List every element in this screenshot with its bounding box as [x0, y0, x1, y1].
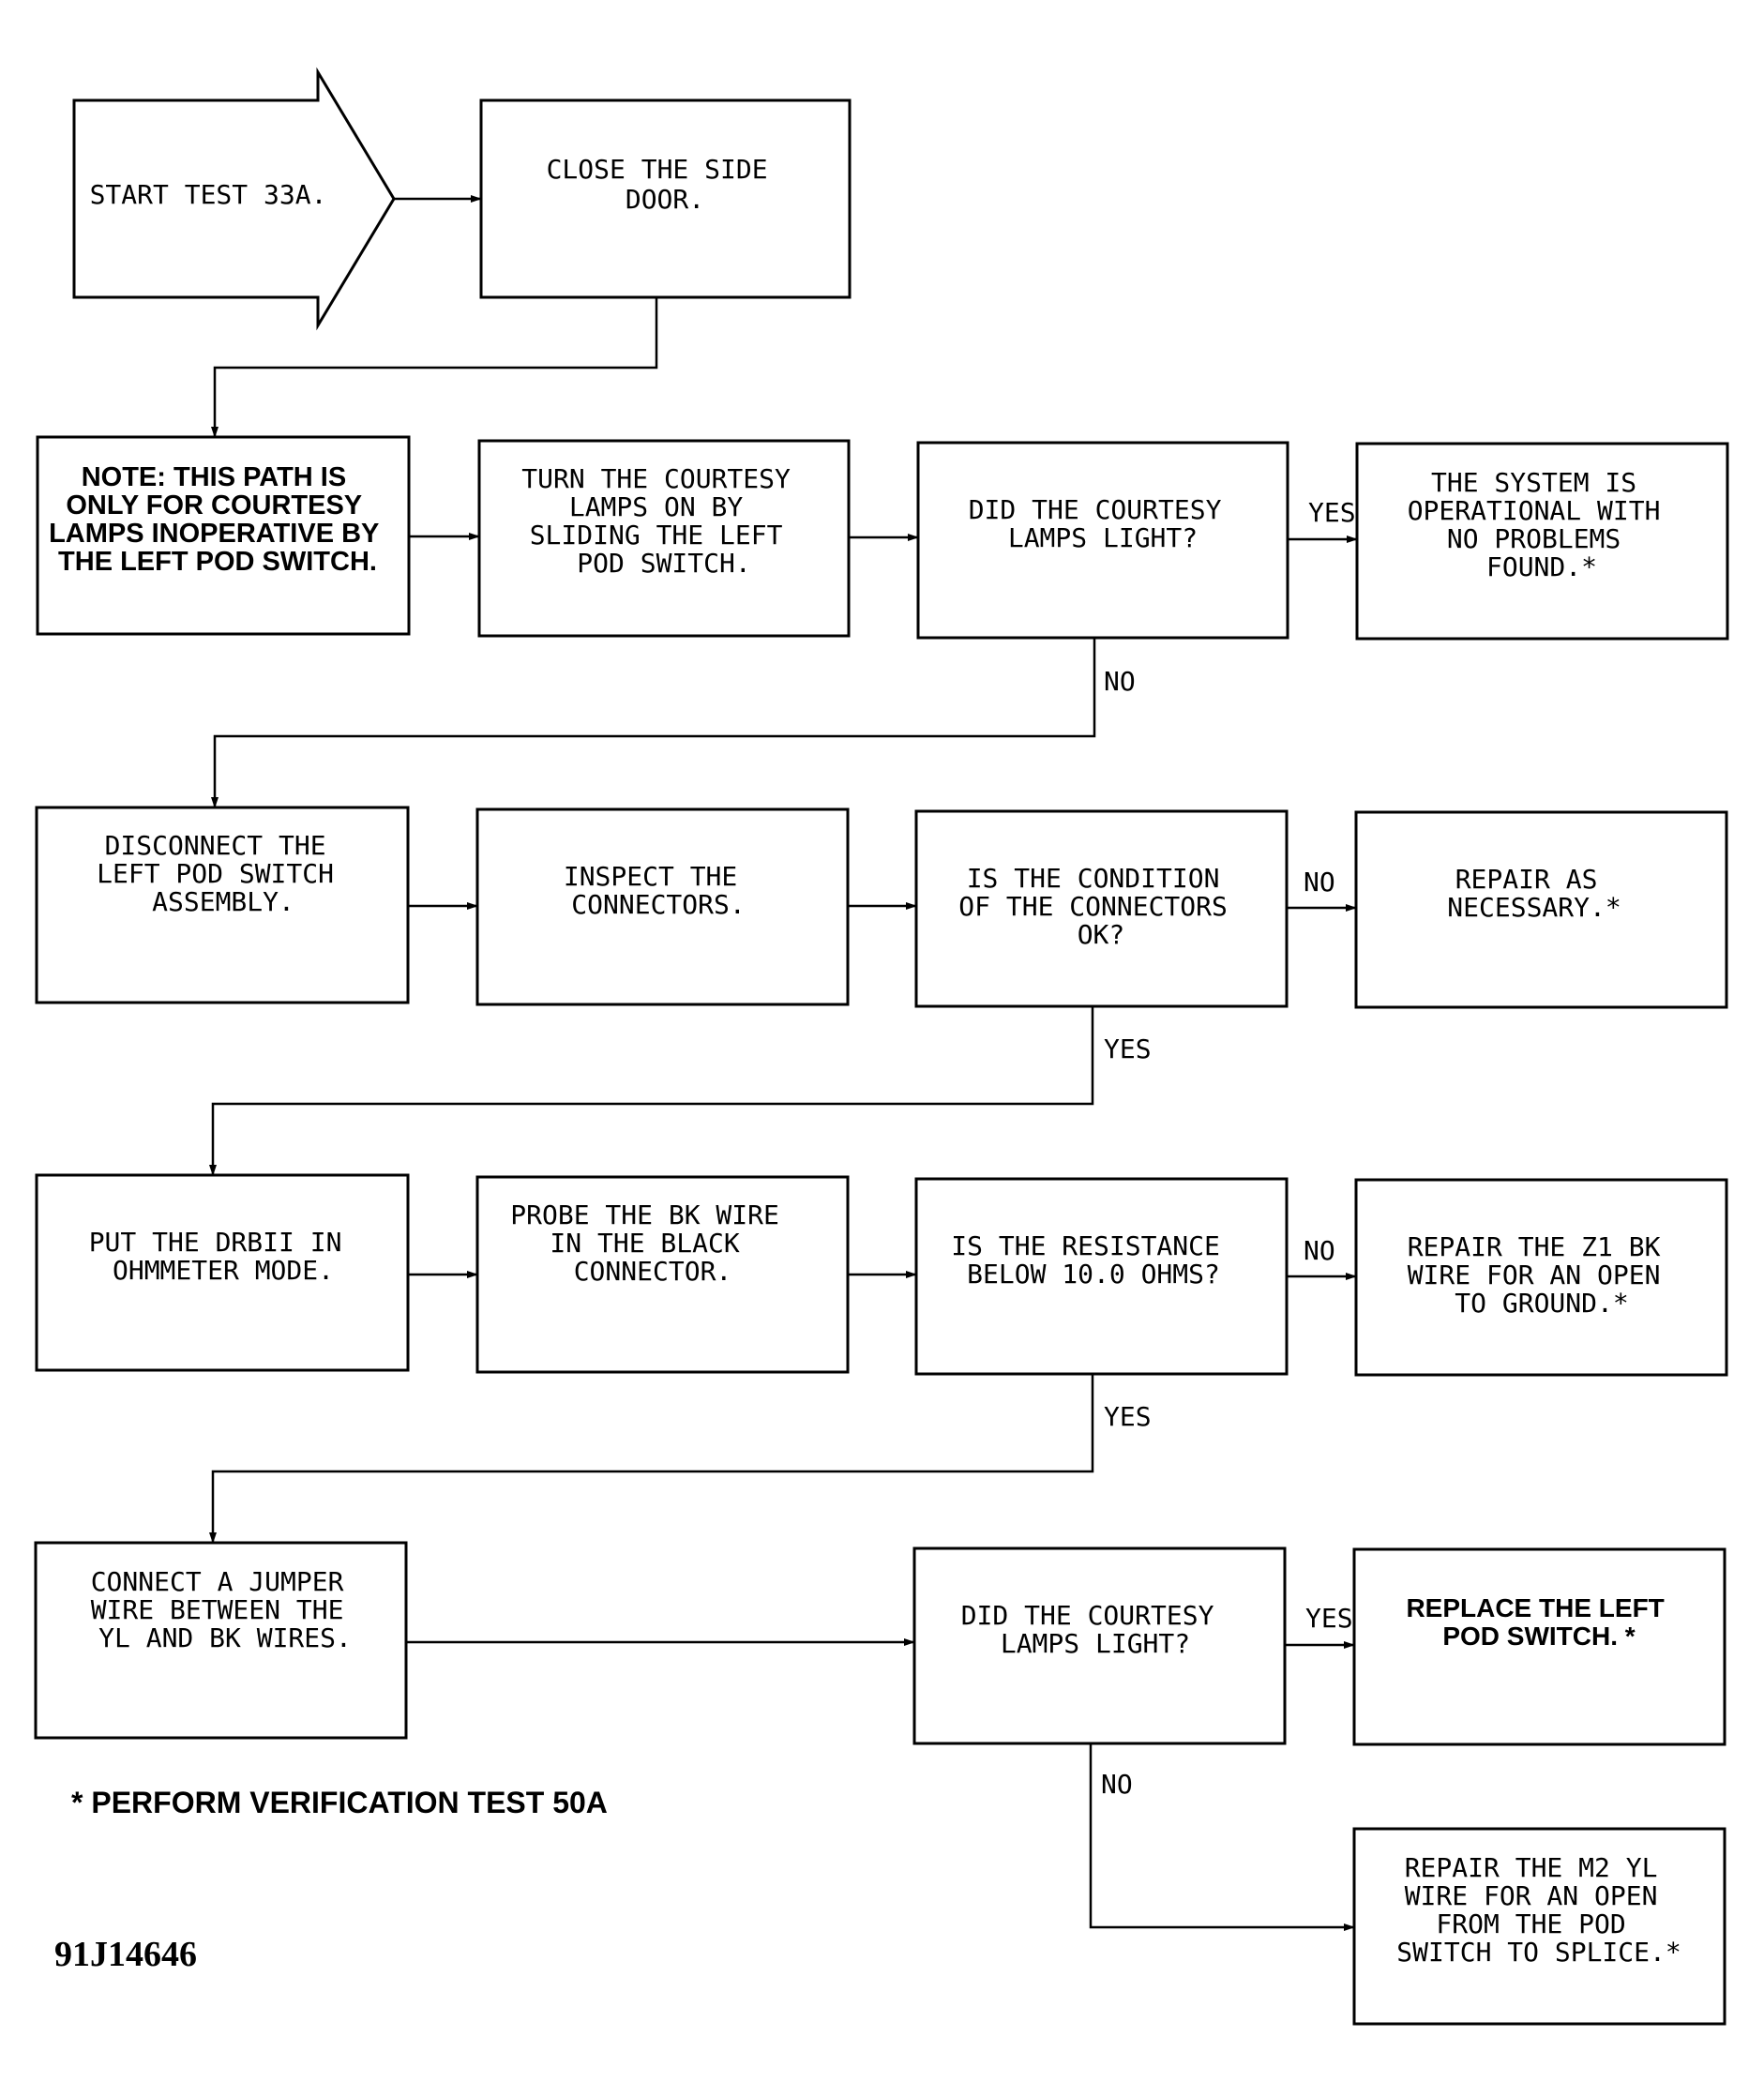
- connectors: [209, 195, 1358, 1931]
- svg-text:CLOSE THE SIDE DOOR.: CLOSE THE SIDE DOOR.: [547, 154, 784, 215]
- label-no-4: NO: [1101, 1769, 1133, 1800]
- repair-z1-box: REPAIR THE Z1 BK WIRE FOR AN OPEN TO GRO…: [1354, 1178, 1728, 1377]
- label-yes-2: YES: [1104, 1033, 1152, 1064]
- figure-id: 91J14646: [54, 1935, 197, 1974]
- svg-text:PROBE THE BK WIRE IN THE: PROBE THE BK WIRE IN THE BLACK CONNECTOR…: [510, 1199, 794, 1287]
- decision-lamps-1: DID THE COURTESY LAMPS LIGHT?: [916, 441, 1289, 640]
- svg-text:THE SYSTEM IS OPERATIONA: THE SYSTEM IS OPERATIONAL WITH NO PROBLE…: [1408, 467, 1677, 582]
- svg-text:INSPECT THE CONNECTORS.: INSPECT THE CONNECTORS.: [564, 861, 753, 920]
- label-no-3: NO: [1304, 1235, 1335, 1266]
- system-ok-box: THE SYSTEM IS OPERATIONAL WITH NO PROBLE…: [1355, 442, 1729, 641]
- svg-text:REPAIR THE Z1 BK WIRE FO: REPAIR THE Z1 BK WIRE FOR AN OPEN TO GRO…: [1408, 1231, 1677, 1319]
- probe-box: PROBE THE BK WIRE IN THE BLACK CONNECTOR…: [475, 1175, 850, 1374]
- close-door-box: CLOSE THE SIDE DOOR.: [479, 98, 852, 299]
- label-yes-1: YES: [1308, 497, 1356, 528]
- svg-text:IS THE CONDITION OF THE: IS THE CONDITION OF THE CONNECTORS OK?: [958, 863, 1243, 950]
- svg-text:IS THE RESISTANCE BELOW: IS THE RESISTANCE BELOW 10.0 OHMS?: [951, 1230, 1235, 1290]
- label-no-1: NO: [1104, 666, 1136, 697]
- svg-text:REPLACE THE LEFT POD SWI: REPLACE THE LEFT POD SWITCH. *: [1406, 1593, 1671, 1651]
- note-box: NOTE: THIS PATH IS ONLY FOR COURTESY LAM…: [36, 435, 411, 636]
- svg-text:NOTE: THIS PATH IS ONLY: NOTE: THIS PATH IS ONLY FOR COURTESY LAM…: [49, 462, 386, 577]
- footnote: * PERFORM VERIFICATION TEST 50A: [71, 1786, 608, 1819]
- disconnect-box: DISCONNECT THE LEFT POD SWITCH ASSEMBLY.: [35, 806, 410, 1004]
- label-yes-3: YES: [1104, 1401, 1152, 1432]
- decision-connectors: IS THE CONDITION OF THE CONNECTORS OK?: [914, 809, 1289, 1008]
- inspect-box: INSPECT THE CONNECTORS.: [475, 807, 850, 1006]
- replace-pod-box: REPLACE THE LEFT POD SWITCH. *: [1352, 1547, 1726, 1746]
- jumper-box: CONNECT A JUMPER WIRE BETWEEN THE YL AND…: [34, 1541, 408, 1740]
- svg-text:CONNECT A JUMPER WIRE BE: CONNECT A JUMPER WIRE BETWEEN THE YL AND…: [91, 1566, 360, 1653]
- svg-text:DID THE COURTESY LAMPS L: DID THE COURTESY LAMPS LIGHT?: [969, 494, 1238, 553]
- svg-text:REPAIR AS NECESSARY.*: REPAIR AS NECESSARY.*: [1447, 864, 1621, 923]
- repair-m2-box: REPAIR THE M2 YL WIRE FOR AN OPEN FROM T…: [1352, 1827, 1726, 2026]
- decision-lamps-2: DID THE COURTESY LAMPS LIGHT?: [912, 1546, 1287, 1745]
- svg-text:DID THE COURTESY LAMPS L: DID THE COURTESY LAMPS LIGHT?: [961, 1600, 1230, 1659]
- label-no-2: NO: [1304, 867, 1335, 898]
- repair-necessary-box: REPAIR AS NECESSARY.*: [1354, 810, 1728, 1009]
- start-node-text: START TEST 33A.: [90, 179, 327, 210]
- label-yes-4: YES: [1305, 1603, 1353, 1634]
- turn-on-box: TURN THE COURTESY LAMPS ON BY SLIDING TH…: [477, 439, 851, 638]
- decision-resistance: IS THE RESISTANCE BELOW 10.0 OHMS?: [914, 1177, 1289, 1376]
- svg-text:REPAIR THE M2 YL WIRE FO: REPAIR THE M2 YL WIRE FOR AN OPEN FROM T…: [1396, 1852, 1681, 1968]
- drbii-box: PUT THE DRBII IN OHMMETER MODE.: [35, 1173, 410, 1372]
- svg-text:DISCONNECT THE LEFT POD: DISCONNECT THE LEFT POD SWITCH ASSEMBLY.: [97, 830, 350, 917]
- svg-text:TURN THE COURTESY LAMPS: TURN THE COURTESY LAMPS ON BY SLIDING TH…: [521, 463, 806, 579]
- svg-text:PUT THE DRBII IN OHMMETE: PUT THE DRBII IN OHMMETER MODE.: [89, 1227, 358, 1286]
- start-node: START TEST 33A.: [72, 67, 396, 331]
